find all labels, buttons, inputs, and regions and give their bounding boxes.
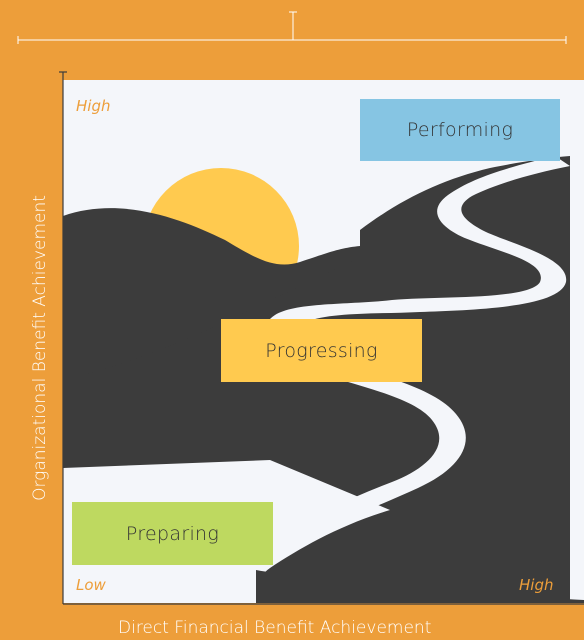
y-axis-label: Organizational Benefit Achievement bbox=[30, 195, 50, 501]
progressing-label: Progressing bbox=[221, 319, 422, 382]
top-left-high-label: High bbox=[76, 97, 111, 115]
top-dimension-marker bbox=[17, 11, 567, 44]
x-axis-label: Direct Financial Benefit Achievement bbox=[118, 618, 432, 638]
foreground-hill bbox=[256, 570, 584, 603]
performing-label: Performing bbox=[360, 99, 560, 161]
preparing-label: Preparing bbox=[72, 502, 273, 565]
bottom-left-low-label: Low bbox=[76, 576, 106, 594]
bottom-right-high-label: High bbox=[519, 576, 554, 594]
road bbox=[242, 156, 570, 586]
